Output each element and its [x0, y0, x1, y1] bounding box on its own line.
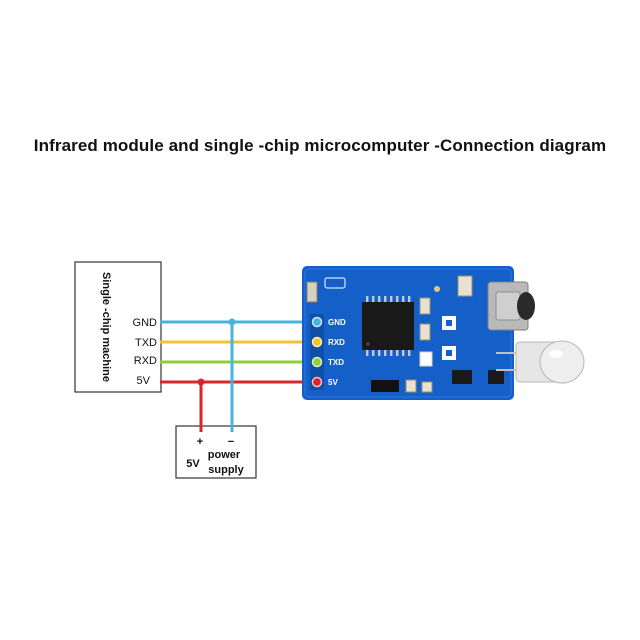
power-supply-box: + − 5V power supply — [175, 425, 257, 479]
ir-led — [496, 340, 585, 384]
resistor-3 — [405, 379, 417, 393]
vcc-junction — [197, 378, 205, 386]
power-plus-sign: + — [197, 436, 203, 448]
pcb-edge — [304, 268, 512, 398]
mcu-pin-txd: TXD — [135, 337, 157, 349]
module-pin-rxd-pad — [311, 336, 323, 348]
resistor-2 — [419, 323, 431, 341]
module-pin-txd: TXD — [328, 358, 344, 367]
power-label-line1: power — [208, 449, 241, 461]
power-supply-outline — [175, 425, 257, 479]
power-minus-sign: − — [228, 436, 234, 448]
module-pin-5v-pad — [311, 376, 323, 388]
gnd-junction — [228, 318, 236, 326]
ic-pin1-mark — [366, 342, 370, 346]
mcu-pin-gnd: GND — [133, 317, 158, 329]
ic-pins — [366, 296, 411, 356]
power-voltage: 5V — [186, 458, 200, 470]
via-1 — [434, 286, 440, 292]
capacitor-1 — [419, 351, 433, 367]
smd-component — [306, 281, 318, 303]
resistor-1 — [419, 297, 431, 315]
transistor-2 — [488, 370, 504, 384]
smd-component-top-right — [457, 275, 473, 297]
led-highlight — [549, 350, 563, 358]
silkscreen-mark — [324, 277, 346, 289]
ic-body — [362, 302, 414, 350]
module-pin-txd-pad — [311, 356, 323, 368]
crystal — [371, 380, 399, 392]
ir-module-board: GND RXD TXD 5V — [302, 266, 585, 400]
pad-hole-1 — [446, 320, 452, 326]
ir-receiver-dome — [517, 292, 535, 320]
module-pin-gnd-pad — [311, 316, 323, 328]
mcu-outline — [74, 261, 162, 393]
mcu-pin-5v: 5V — [137, 375, 151, 387]
ir-receiver — [487, 281, 535, 331]
module-pin-5v: 5V — [328, 378, 338, 387]
power-label-line2: supply — [208, 464, 244, 476]
pad-hole-2 — [446, 350, 452, 356]
mcu-pin-rxd: RXD — [134, 355, 157, 367]
module-pin-gnd: GND — [328, 318, 346, 327]
diagram-title: Infrared module and single -chip microco… — [33, 136, 607, 155]
wires — [160, 318, 318, 432]
resistor-4 — [421, 381, 433, 393]
ic-chip — [362, 302, 414, 350]
pin-header-strip — [310, 314, 324, 390]
led-dome — [539, 340, 585, 384]
module-pin-rxd: RXD — [328, 338, 345, 347]
ir-receiver-window — [495, 291, 521, 321]
transistor-1 — [452, 370, 472, 384]
mcu-box: Single -chip machine GND TXD RXD 5V — [74, 261, 162, 393]
mcu-label: Single -chip machine — [100, 272, 112, 382]
